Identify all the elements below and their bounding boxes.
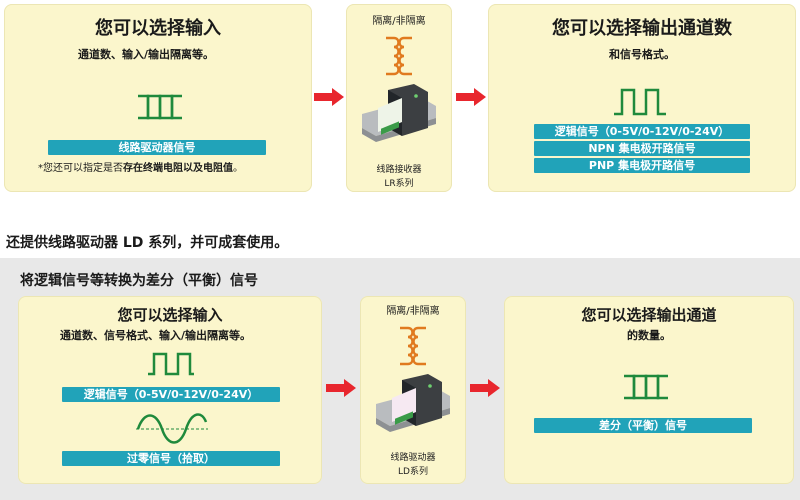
ld-series-heading: 还提供线路驱动器 LD 系列，并可成套使用。 bbox=[6, 235, 289, 251]
square-wave-icon bbox=[148, 352, 194, 376]
top-device-caption-1: 线路接收器 bbox=[376, 165, 422, 175]
top-input-subtitle: 通道数、输入/输出隔离等。 bbox=[78, 48, 215, 61]
top-output-subtitle: 和信号格式。 bbox=[609, 48, 675, 61]
bottom-input-subtitle: 通道数、信号格式、输入/输出隔离等。 bbox=[60, 329, 252, 342]
top-output-title: 您可以选择输出通道数 bbox=[552, 18, 732, 39]
din-rail-module-icon bbox=[376, 374, 450, 432]
bottom-input-bar-1: 逻辑信号（0-5V/0-12V/0-24V） bbox=[62, 387, 280, 402]
top-input-note: *您还可以指定是否存在终端电阻以及电阻值。 bbox=[38, 163, 243, 174]
bottom-input-title: 您可以选择输入 bbox=[117, 306, 223, 324]
top-output-bar-2: NPN 集电极开路信号 bbox=[534, 141, 750, 156]
top-input-bar: 线路驱动器信号 bbox=[48, 140, 266, 155]
bottom-band-heading: 将逻辑信号等转换为差分（平衡）信号 bbox=[20, 273, 258, 289]
bottom-input-bar-2: 过零信号（拾取） bbox=[62, 451, 280, 466]
square-wave-icon bbox=[614, 88, 666, 116]
bottom-device-panel: 隔离/非隔离 线路驱动器 LD系列 bbox=[360, 296, 466, 484]
top-device-caption-2: LR系列 bbox=[384, 179, 414, 189]
top-input-title: 您可以选择输入 bbox=[95, 18, 221, 39]
bottom-device-caption-2: LD系列 bbox=[398, 467, 428, 477]
right-arrow-icon bbox=[326, 379, 356, 397]
right-arrow-icon bbox=[470, 379, 500, 397]
differential-signal-icon bbox=[624, 374, 668, 400]
right-arrow-icon bbox=[456, 88, 486, 106]
transformer-icon bbox=[386, 36, 412, 76]
bottom-input-panel: 您可以选择输入 通道数、信号格式、输入/输出隔离等。 逻辑信号（0-5V/0-1… bbox=[18, 296, 322, 484]
top-device-panel: 隔离/非隔离 线路接收器 LR系列 bbox=[346, 4, 452, 192]
right-arrow-icon bbox=[314, 88, 344, 106]
bottom-device-caption-1: 线路驱动器 bbox=[390, 453, 436, 463]
differential-signal-icon bbox=[138, 94, 182, 120]
bottom-output-bar: 差分（平衡）信号 bbox=[534, 418, 752, 433]
bottom-output-panel: 您可以选择输出通道 的数量。 差分（平衡）信号 bbox=[504, 296, 794, 484]
top-output-panel: 您可以选择输出通道数 和信号格式。 逻辑信号（0-5V/0-12V/0-24V）… bbox=[488, 4, 796, 192]
bottom-iso-label: 隔离/非隔离 bbox=[386, 306, 440, 317]
top-input-panel: 您可以选择输入 通道数、输入/输出隔离等。 线路驱动器信号 *您还可以指定是否存… bbox=[4, 4, 312, 192]
bottom-output-title: 您可以选择输出通道 bbox=[581, 306, 717, 324]
transformer-icon bbox=[400, 326, 426, 366]
top-output-bar-3: PNP 集电极开路信号 bbox=[534, 158, 750, 173]
bottom-output-subtitle: 的数量。 bbox=[627, 329, 671, 342]
top-output-bar-1: 逻辑信号（0-5V/0-12V/0-24V） bbox=[534, 124, 750, 139]
sine-wave-icon bbox=[136, 413, 208, 444]
din-rail-module-icon bbox=[362, 84, 436, 142]
top-iso-label: 隔离/非隔离 bbox=[372, 16, 426, 27]
